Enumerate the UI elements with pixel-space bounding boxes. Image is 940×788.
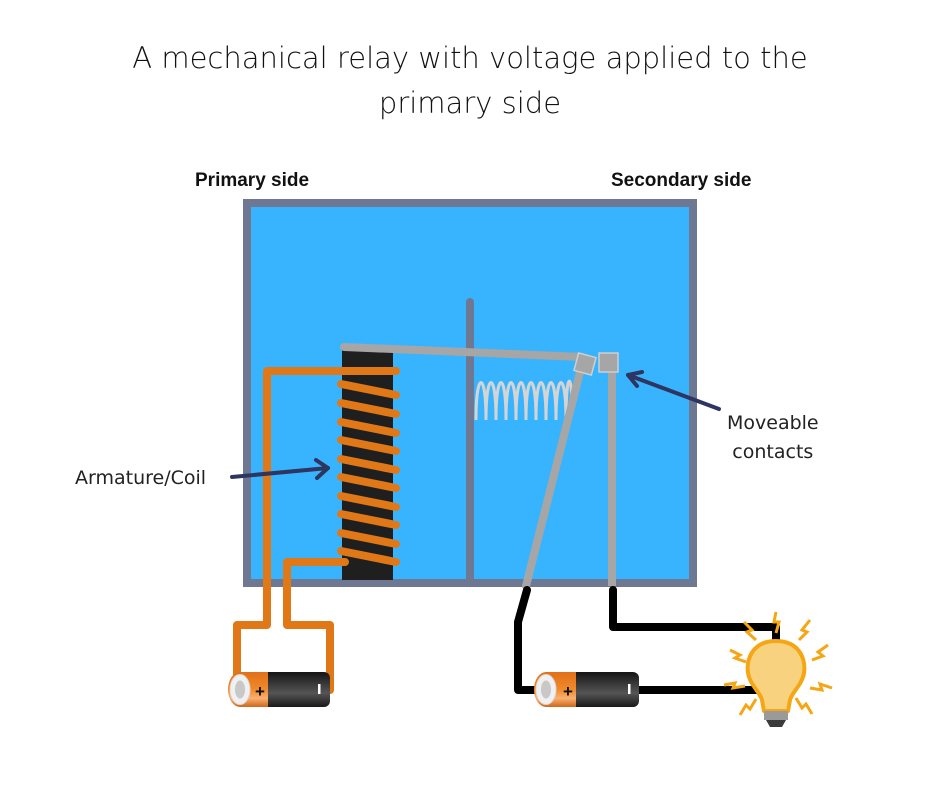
secondary-battery: + [534, 672, 639, 707]
primary-side-label: Primary side [195, 170, 310, 191]
light-bulb [745, 639, 807, 727]
moveable-contacts-line-2: contacts [732, 441, 814, 463]
battery-plus-symbol: + [255, 682, 265, 701]
contacts-callout-arrow [626, 370, 721, 411]
moveable-contact [573, 352, 597, 376]
secondary-side-label: Secondary side [611, 170, 752, 191]
return-spring [474, 379, 574, 421]
title-line-1: A mechanical relay with voltage applied … [132, 41, 808, 75]
battery-minus-marker [318, 684, 321, 694]
armature-arm [340, 343, 586, 590]
bulb-glow-sparks [723, 611, 833, 716]
moveable-contacts-label: Moveable contacts [727, 409, 819, 467]
moveable-contacts-line-1: Moveable [727, 412, 819, 434]
coil-windings [337, 380, 400, 566]
secondary-circuit-wire [514, 586, 780, 694]
title-line-2: primary side [378, 86, 562, 120]
primary-battery: + [228, 672, 330, 707]
fixed-contact [598, 352, 619, 373]
primary-coil-wire [233, 367, 400, 694]
diagram-title: A mechanical relay with voltage applied … [0, 36, 940, 126]
battery-minus-marker [628, 684, 631, 694]
battery-plus-symbol: + [563, 682, 573, 701]
armature-coil-label: Armature/Coil [75, 467, 207, 489]
armature-callout-arrow [230, 458, 330, 480]
